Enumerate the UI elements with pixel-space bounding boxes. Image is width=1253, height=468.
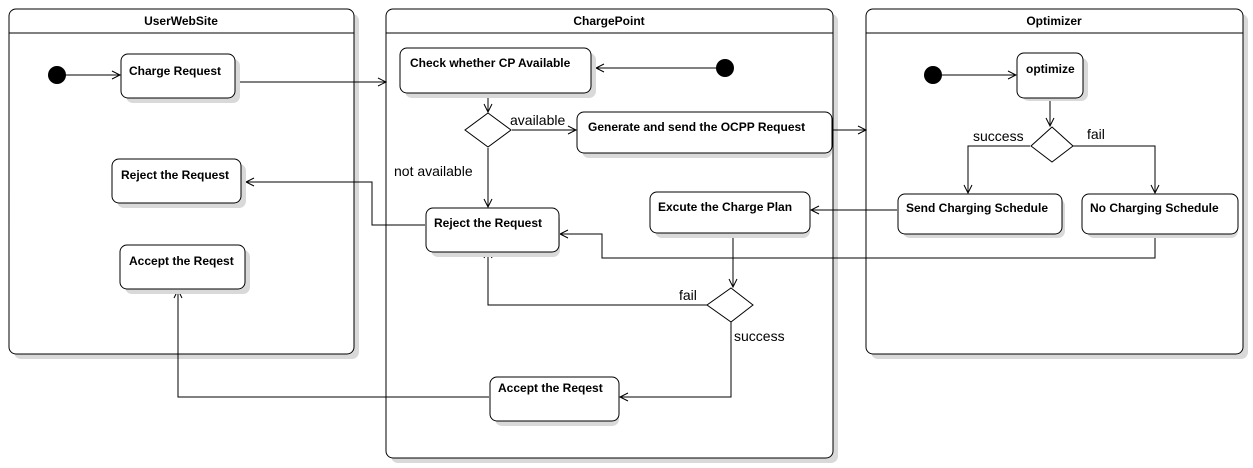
- lane-title-chargepoint: ChargePoint: [573, 14, 644, 28]
- decision-plan-result: [706, 287, 754, 323]
- activity-label: optimize: [1026, 62, 1075, 76]
- guard-success-optimizer: success: [973, 128, 1024, 144]
- guard-fail-optimizer: fail: [1087, 126, 1105, 142]
- activity-optimize: optimize: [1016, 52, 1088, 101]
- decision-availability: [464, 112, 512, 148]
- activity-execute-charge-plan: Excute the Charge Plan: [649, 191, 811, 238]
- activity-label: Check whether CP Available: [410, 56, 571, 70]
- activity-accept-request-user: Accept the Reqest: [119, 244, 250, 294]
- start-node-optimizer: [924, 66, 942, 84]
- lane-title-optimizer: Optimizer: [1026, 14, 1082, 28]
- activity-label: No Charging Schedule: [1090, 201, 1219, 215]
- start-node-user: [48, 66, 66, 84]
- activity-label: Accept the Reqest: [129, 254, 234, 268]
- lane-optimizer: Optimizer: [865, 8, 1248, 359]
- guard-available: available: [510, 112, 565, 128]
- activity-label: Charge Request: [129, 64, 221, 78]
- activity-reject-request-cp: Reject the Request: [425, 207, 560, 257]
- lane-title-userwebsite: UserWebSite: [144, 14, 218, 28]
- activity-check-cp-available: Check whether CP Available: [399, 47, 596, 98]
- guard-not-available: not available: [394, 163, 473, 179]
- activity-label: Reject the Request: [121, 168, 229, 182]
- decision-optimize-result: [1030, 126, 1074, 163]
- activity-label: Send Charging Schedule: [906, 201, 1048, 215]
- edges: [65, 63, 1160, 402]
- guard-fail-cp: fail: [679, 287, 697, 303]
- activity-send-charging-schedule: Send Charging Schedule: [897, 193, 1065, 238]
- activity-reject-request-user: Reject the Request: [111, 158, 246, 208]
- activity-no-charging-schedule: No Charging Schedule: [1081, 193, 1239, 238]
- activity-label: Reject the Request: [434, 216, 542, 230]
- activity-label: Generate and send the OCPP Request: [588, 120, 805, 134]
- activity-charge-request: Charge Request: [120, 53, 240, 103]
- activity-generate-ocpp: Generate and send the OCPP Request: [576, 111, 833, 158]
- activity-label: Excute the Charge Plan: [658, 200, 792, 214]
- start-node-chargepoint: [716, 59, 734, 77]
- guard-success-cp: success: [734, 328, 785, 344]
- activity-accept-request-cp: Accept the Reqest: [489, 376, 620, 426]
- activity-label: Accept the Reqest: [498, 381, 603, 395]
